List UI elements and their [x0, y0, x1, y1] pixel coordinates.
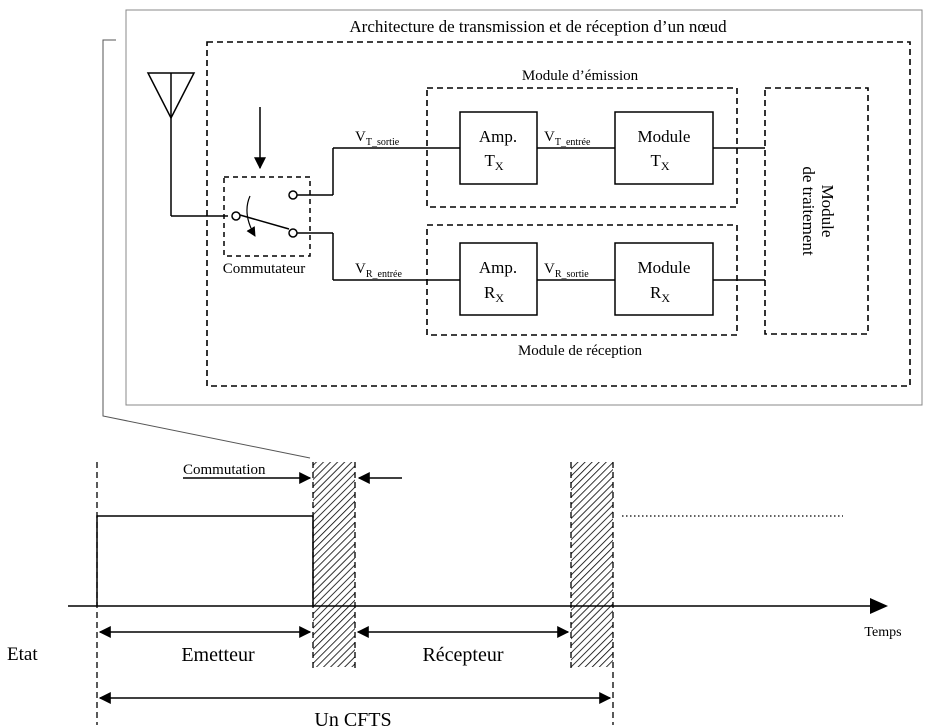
- module-rx-box: [614, 242, 714, 316]
- reception-module-title: Module de réception: [518, 343, 643, 359]
- amp-tx-label: Amp.: [479, 127, 517, 146]
- time-axis-label: Temps: [864, 625, 901, 640]
- amp-rx-label: Amp.: [479, 258, 517, 277]
- architecture-frame: [125, 9, 923, 406]
- receiver-label: Récepteur: [422, 644, 503, 666]
- v-r-sortie-label: VR_sortie: [544, 261, 589, 280]
- switching-period-1: [313, 462, 355, 667]
- callout-line: [102, 39, 311, 459]
- commutation-label: Commutation: [183, 462, 266, 478]
- node-boundary: [206, 41, 911, 387]
- module-tx-label: Module: [638, 127, 691, 146]
- switch-icon: [231, 107, 460, 281]
- time-axis-arrow: [870, 598, 888, 614]
- svg-text:Module: Module: [818, 185, 837, 238]
- v-r-entree-label: VR_entrée: [355, 261, 402, 280]
- module-tx-signal: TX: [650, 151, 669, 173]
- emission-module-box: [426, 87, 738, 208]
- processing-module-label: Module de traitement: [799, 166, 837, 255]
- amp-rx-box: [459, 242, 538, 316]
- emitter-pulse: [96, 515, 314, 606]
- emission-module-title: Module d’émission: [522, 68, 639, 84]
- antenna-icon: [146, 72, 228, 217]
- v-t-sortie-label: VT_sortie: [355, 129, 400, 148]
- amp-rx-signal: RX: [484, 283, 504, 305]
- module-tx-box: [614, 111, 714, 185]
- cfts-label: Un CFTS: [314, 709, 391, 728]
- state-label: Etat: [7, 644, 38, 665]
- processing-module-box: [764, 87, 869, 335]
- v-t-entree-label: VT_entrée: [544, 129, 591, 148]
- module-rx-signal: RX: [650, 283, 670, 305]
- switch-label: Commutateur: [223, 261, 306, 277]
- module-rx-label: Module: [638, 258, 691, 277]
- amp-tx-box: [459, 111, 538, 185]
- switching-period-2: [571, 462, 613, 667]
- emitter-label: Emetteur: [181, 644, 255, 666]
- svg-text:de traitement: de traitement: [799, 166, 818, 255]
- architecture-title: Architecture de transmission et de récep…: [349, 17, 727, 36]
- amp-tx-signal: TX: [484, 151, 503, 173]
- switch-box: [223, 176, 311, 257]
